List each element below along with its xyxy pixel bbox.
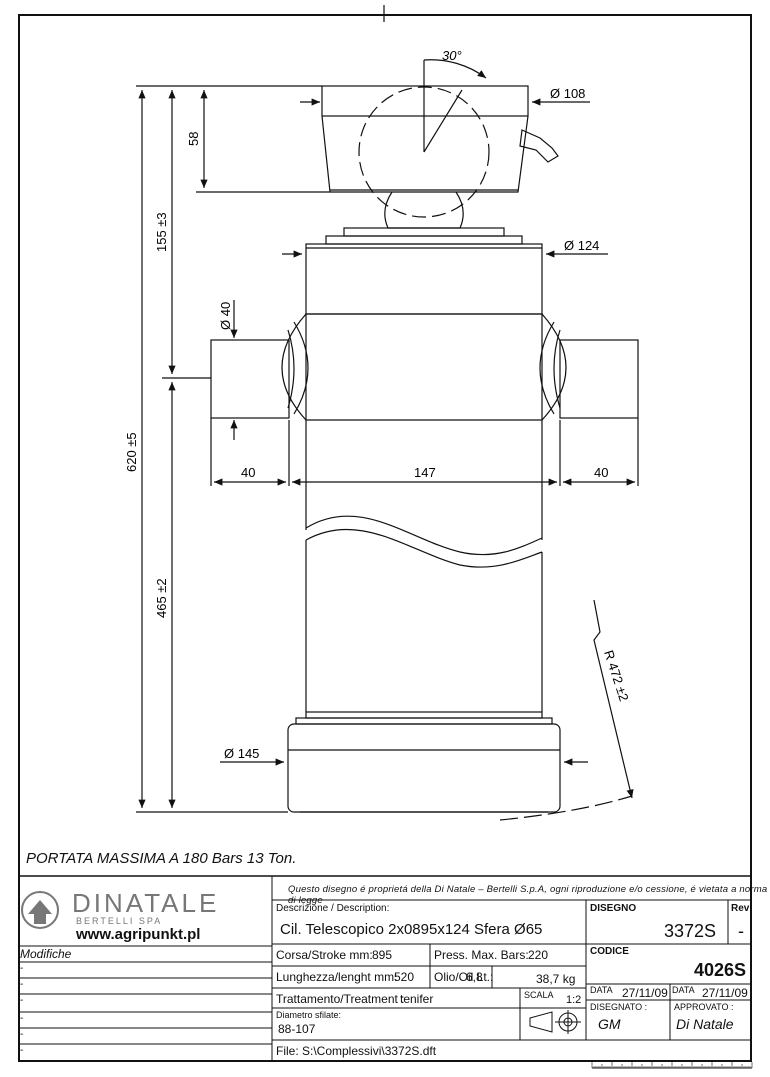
dim-40-left: 40 <box>241 465 255 480</box>
mod-row-5: - <box>20 1029 24 1040</box>
rev-value: - <box>738 921 744 941</box>
dim-147: 147 <box>414 465 436 480</box>
description-value: Cil. Telescopico 2x0895x124 Sfera Ø65 <box>280 921 543 938</box>
angle-label: 30° <box>442 48 462 63</box>
disegnato-value: GM <box>598 1016 621 1032</box>
radius-label: R 472 ±2 <box>601 648 632 703</box>
treatment-label: Trattamento/Treatment : <box>276 992 405 1006</box>
trunnion-left <box>210 339 290 419</box>
length-label: Lunghezza/lenght mm: <box>276 970 398 984</box>
diametro-sfilate-value: 88-107 <box>278 1022 316 1036</box>
data-label-2: DATA <box>672 985 695 995</box>
scala-label: SCALA <box>524 990 554 1000</box>
copyright-note: Questo disegno é proprietá della Di Nata… <box>288 884 768 906</box>
modifiche-label: Modifiche <box>20 947 72 961</box>
dia-body-label: Ø 124 <box>564 238 599 253</box>
codice-label: CODICE <box>590 946 629 957</box>
data-label-1: DATA <box>590 985 613 995</box>
press-label: Press. Max. Bars: <box>434 948 529 962</box>
max-load-caption: PORTATA MASSIMA A 180 Bars 13 Ton. <box>26 850 297 867</box>
logo-subtext: BERTELLI SPA <box>76 916 163 926</box>
oil-label: Olio/Oil Lt.: <box>434 970 494 984</box>
mod-row-3: - <box>20 995 24 1006</box>
dim-620: 620 ±5 <box>124 432 139 472</box>
rev-label: Rev <box>731 903 750 914</box>
description-label: Descrizione / Description: <box>276 903 390 914</box>
disegno-label: DISEGNO <box>590 903 637 914</box>
disegnato-label: DISEGNATO : <box>590 1002 648 1012</box>
drawing-sheet <box>18 14 752 1062</box>
diametro-sfilate-label: Diametro sfilate: <box>276 1010 342 1020</box>
neck <box>384 191 464 229</box>
press-value: 220 <box>528 948 549 962</box>
data-value-1: 27/11/09 <box>622 986 668 1000</box>
break-line <box>305 515 543 556</box>
file-path: File: S:\Complessivi\3372S.dft <box>276 1044 437 1058</box>
length-value: 520 <box>394 970 415 984</box>
projection-symbol <box>529 1011 553 1033</box>
top-cup <box>321 115 529 193</box>
dim-155: 155 ±3 <box>154 212 169 252</box>
upper-body <box>305 243 543 315</box>
disegno-value: 3372S <box>664 921 717 941</box>
top-cap <box>321 85 529 117</box>
logo-text: DINATALE <box>72 888 220 918</box>
dim-40-right: 40 <box>594 465 608 480</box>
logo-mark <box>21 891 59 929</box>
mod-row-1: - <box>20 963 24 974</box>
dia-top-label: Ø 108 <box>550 86 585 101</box>
treatment-value: tenifer <box>400 992 434 1006</box>
approvato-label: APPROVATO : <box>674 1002 734 1012</box>
weight-value: 38,7 kg <box>536 972 576 986</box>
website-link[interactable]: www.agripunkt.pl <box>76 926 201 943</box>
radius-arc <box>499 795 633 821</box>
scala-value: 1:2 <box>566 994 582 1006</box>
trunnion-right <box>559 339 639 419</box>
dim-58: 58 <box>186 132 201 146</box>
dim-465: 465 ±2 <box>154 578 169 618</box>
mod-row-2: - <box>20 979 24 990</box>
stroke-value: 895 <box>372 948 393 962</box>
dia-trunnion-label: Ø 40 <box>218 302 233 330</box>
codice-value: 4026S <box>694 960 747 980</box>
stroke-label: Corsa/Stroke mm: <box>276 948 373 962</box>
grease-nipple <box>519 129 559 163</box>
mod-row-6: - <box>20 1045 24 1056</box>
dia-base-label: Ø 145 <box>224 746 259 761</box>
base <box>287 723 561 813</box>
trunnion-ring <box>305 313 543 421</box>
approvato-value: Di Natale <box>676 1016 734 1032</box>
mod-row-4: - <box>20 1013 24 1024</box>
oil-value: 6,8 <box>466 970 483 984</box>
ruler <box>591 1062 753 1068</box>
data-value-2: 27/11/09 <box>702 986 748 1000</box>
